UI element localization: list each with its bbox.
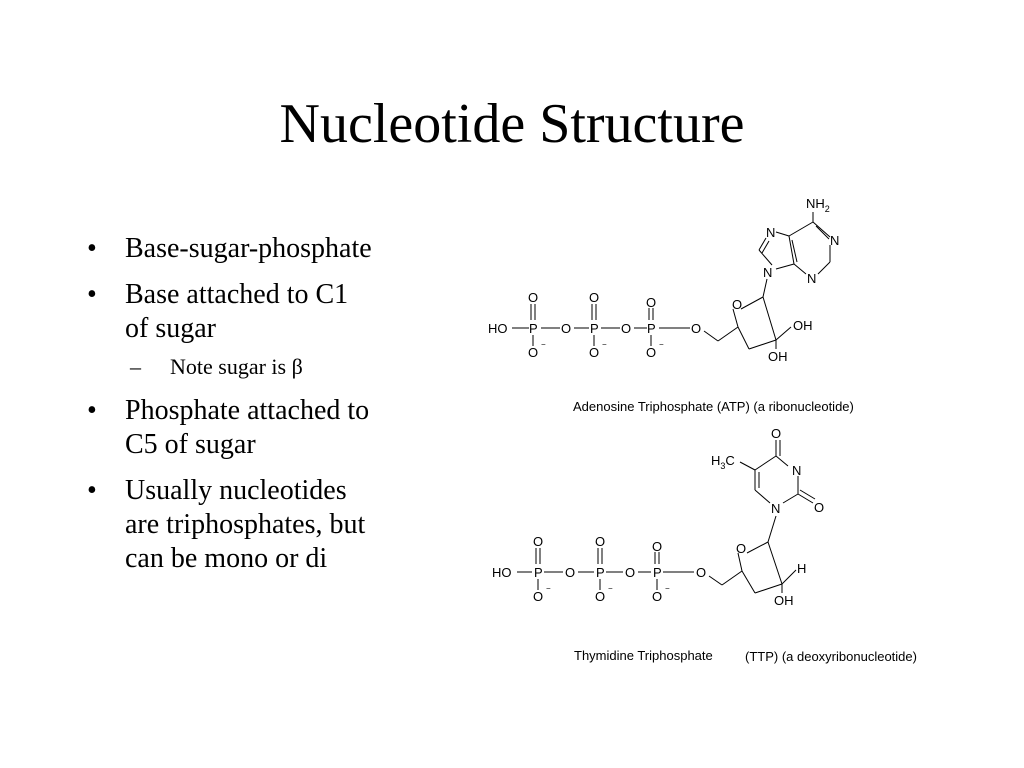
- ttp-ho-label: HO: [492, 565, 512, 580]
- ttp-nitrogen-label: N: [771, 501, 780, 516]
- bullet-text: Base-sugar-phosphate: [125, 233, 372, 264]
- ttp-charge-label: −: [608, 584, 613, 593]
- ttp-oxygen-label: O: [595, 534, 605, 549]
- atp-oxygen-label: O: [621, 321, 631, 336]
- atp-nitrogen-label: N: [807, 271, 816, 286]
- atp-caption: Adenosine Triphosphate (ATP) (a ribonucl…: [573, 399, 854, 414]
- ttp-hydroxyl-label: OH: [774, 593, 794, 608]
- ttp-oxygen-label: O: [533, 589, 543, 604]
- ttp-oxygen-label: O: [652, 589, 662, 604]
- atp-oxygen-label: O: [646, 345, 656, 360]
- bullet-text: of sugar: [125, 313, 216, 344]
- atp-hydroxyl-label: OH: [768, 349, 788, 364]
- bullet-text: Phosphate attached to: [125, 395, 370, 426]
- bullet-item: Base-sugar-phosphate: [85, 232, 445, 266]
- atp-ho-label: HO: [488, 321, 508, 336]
- bullet-text: C5 of sugar: [125, 429, 256, 460]
- ttp-oxygen-label: O: [625, 565, 635, 580]
- atp-oxygen-label: O: [528, 290, 538, 305]
- ttp-oxygen-label: O: [696, 565, 706, 580]
- ttp-phosphorus-3: P: [653, 565, 662, 580]
- ttp-methyl-label: H3C: [711, 453, 735, 471]
- atp-charge-label: −: [602, 340, 607, 349]
- atp-oxygen-label: O: [691, 321, 701, 336]
- atp-phosphorus-3: P: [647, 321, 656, 336]
- ttp-caption-name: Thymidine Triphosphate: [574, 648, 713, 663]
- atp-ring-oxygen: O: [732, 297, 742, 312]
- atp-hydroxyl-label: OH: [793, 318, 813, 333]
- atp-nitrogen-label: N: [763, 265, 772, 280]
- ttp-oxygen-label: O: [533, 534, 543, 549]
- atp-oxygen-label: O: [589, 290, 599, 305]
- atp-oxygen-label: O: [561, 321, 571, 336]
- sub-bullet-text: Note sugar is β: [170, 354, 303, 379]
- bullet-text: Base attached to C1: [125, 279, 349, 310]
- bullet-text: are triphosphates, but: [125, 509, 366, 540]
- atp-charge-label: −: [541, 340, 546, 349]
- sub-bullet-item: Note sugar is β: [85, 354, 445, 380]
- atp-oxygen-label: O: [646, 295, 656, 310]
- ttp-oxygen-label: O: [771, 426, 781, 441]
- bullet-text: can be mono or di: [125, 543, 328, 574]
- ttp-hydrogen-label: H: [797, 561, 806, 576]
- ttp-ring-oxygen: O: [736, 541, 746, 556]
- slide-title: Nucleotide Structure: [279, 93, 745, 155]
- atp-phosphorus-2: P: [590, 321, 599, 336]
- atp-amine-label: NH2: [806, 196, 830, 214]
- atp-nitrogen-label: N: [766, 225, 775, 240]
- ttp-phosphorus-1: P: [534, 565, 543, 580]
- bullet-list: Base-sugar-phosphate Base attached to C1…: [85, 232, 445, 588]
- ttp-caption-rest: (TTP) (a deoxyribonucleotide): [745, 649, 917, 664]
- ttp-phosphorus-2: P: [596, 565, 605, 580]
- atp-phosphorus-1: P: [529, 321, 538, 336]
- ttp-oxygen-label: O: [565, 565, 575, 580]
- ttp-charge-label: −: [546, 584, 551, 593]
- ttp-charge-label: −: [665, 584, 670, 593]
- atp-nitrogen-label: N: [830, 233, 839, 248]
- ttp-oxygen-label: O: [595, 589, 605, 604]
- ttp-nitrogen-label: N: [792, 463, 801, 478]
- atp-oxygen-label: O: [589, 345, 599, 360]
- atp-oxygen-label: O: [528, 345, 538, 360]
- bullet-text: Usually nucleotides: [125, 475, 347, 506]
- ttp-oxygen-label: O: [814, 500, 824, 515]
- atp-charge-label: −: [659, 340, 664, 349]
- ttp-oxygen-label: O: [652, 539, 662, 554]
